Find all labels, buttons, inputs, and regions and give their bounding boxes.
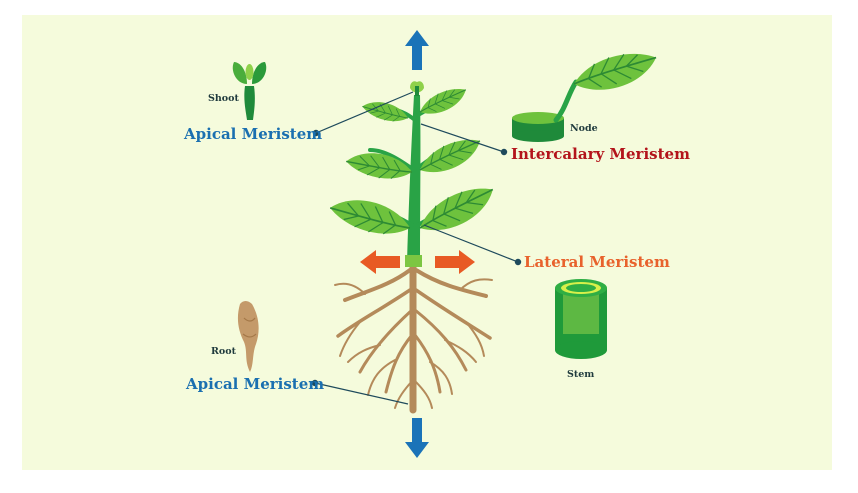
arrow-up-icon (405, 30, 429, 70)
leader-lines (311, 91, 522, 405)
shoot-label: Shoot (208, 93, 239, 104)
apical-meristem-top-label: Apical Meristem (183, 125, 322, 143)
stem-base (405, 255, 422, 267)
node-leaf-icon (512, 46, 662, 142)
apical-meristem-bottom-label: Apical Meristem (185, 375, 324, 393)
root-icon (237, 301, 259, 372)
stem-cylinder-icon (555, 279, 607, 359)
root-label: Root (211, 346, 237, 357)
plant-stem (407, 95, 421, 262)
root-system (334, 258, 493, 414)
intercalary-meristem-label: Intercalary Meristem (511, 145, 690, 163)
stem-label: Stem (567, 369, 594, 380)
arrow-left-icon (360, 250, 400, 274)
arrow-down-icon (405, 418, 429, 458)
node-label: Node (570, 123, 598, 134)
arrow-right-icon (435, 250, 475, 274)
shoot-icon (232, 62, 267, 120)
apical-bud (410, 81, 424, 96)
background-panel (22, 15, 832, 470)
lateral-meristem-label: Lateral Meristem (524, 253, 670, 271)
